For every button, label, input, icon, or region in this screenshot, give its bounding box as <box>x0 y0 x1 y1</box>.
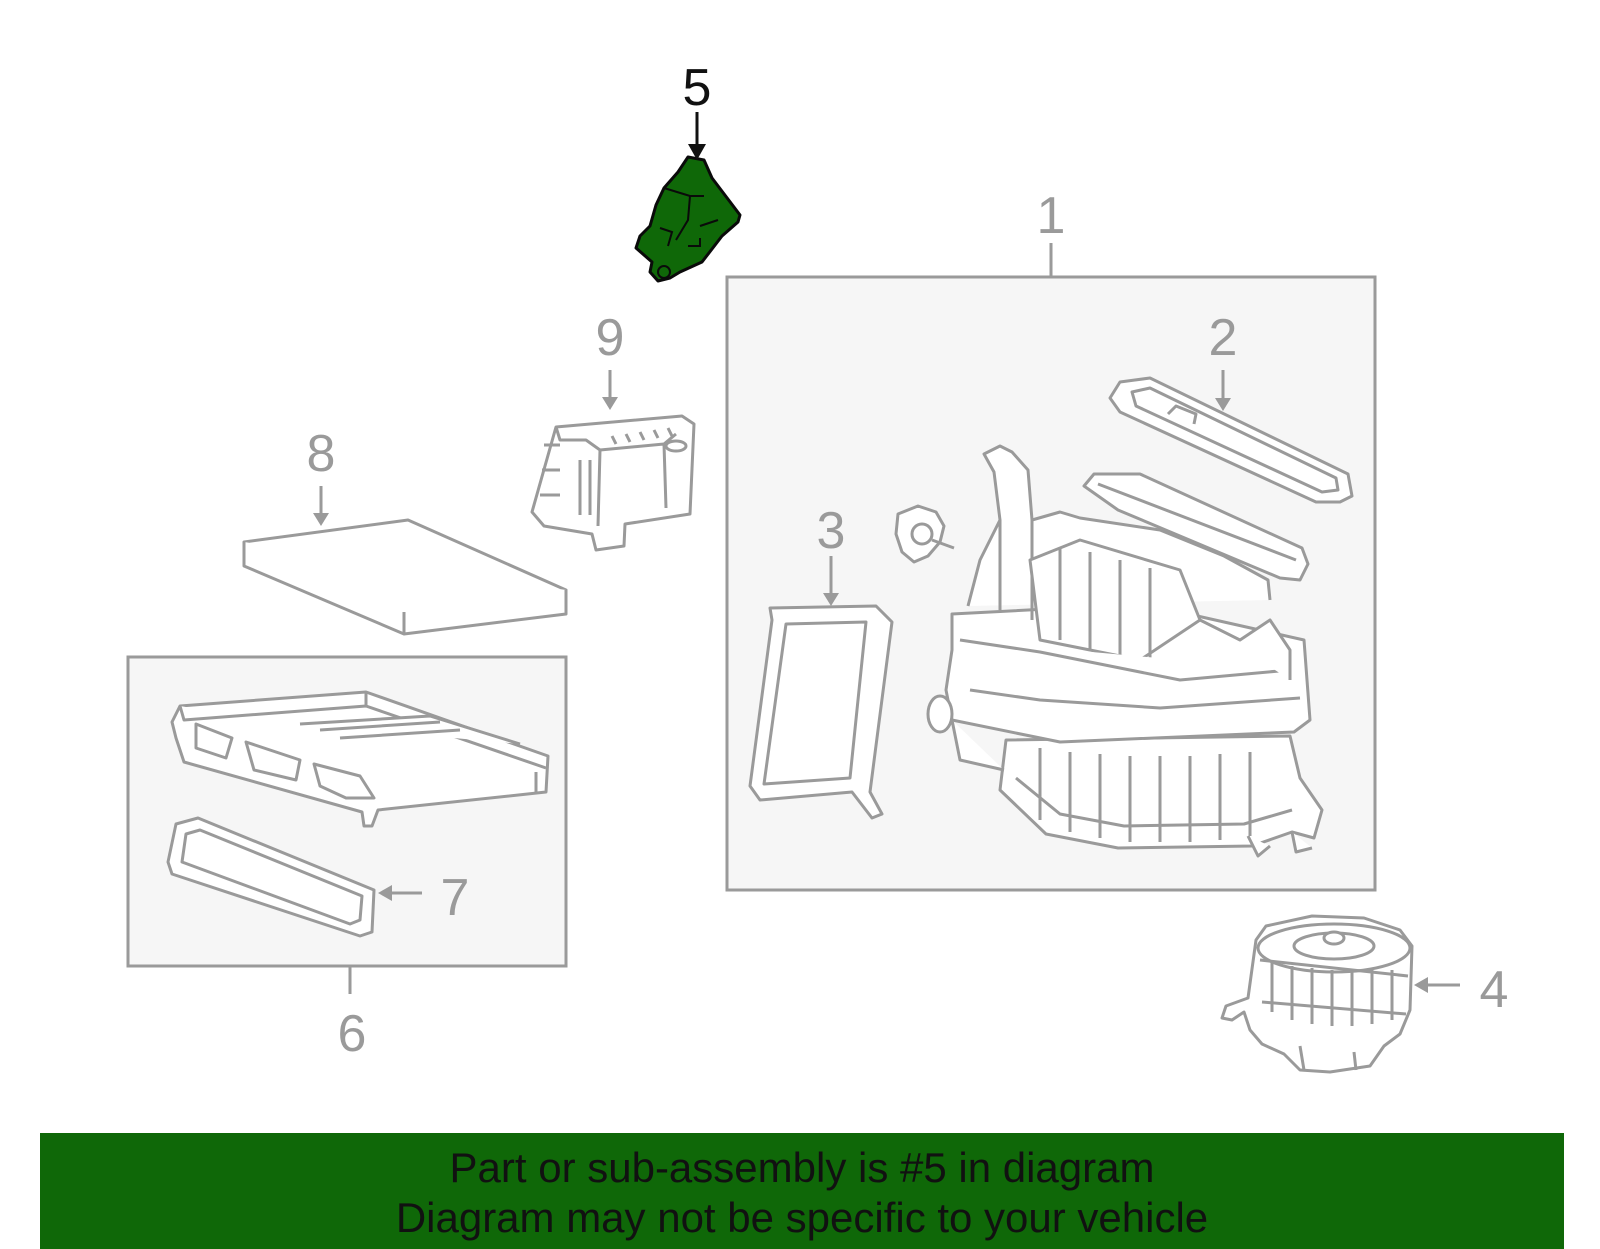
callout-4-arrowhead <box>1414 977 1428 993</box>
small-grommet[interactable] <box>894 504 955 564</box>
banner-line-1: Part or sub-assembly is #5 in diagram <box>449 1144 1155 1191</box>
part-4-blower-motor[interactable] <box>1220 914 1414 1074</box>
callout-5-arrowhead <box>688 144 706 160</box>
callout-1-number: 1 <box>1036 187 1066 245</box>
callout-8-number: 8 <box>306 425 336 483</box>
callout-2-arrowhead <box>1215 398 1231 411</box>
callout-3-arrowhead <box>823 593 839 606</box>
callout-3-number: 3 <box>816 502 846 560</box>
callout-8-arrowhead <box>313 513 329 526</box>
part-5-actuator[interactable] <box>634 155 742 283</box>
part-2-gasket[interactable] <box>1108 376 1354 504</box>
part-6-housing[interactable] <box>170 690 550 828</box>
callout-9-arrowhead <box>602 397 618 410</box>
part-9-bracket[interactable] <box>530 414 696 552</box>
callout-6-number: 6 <box>337 1005 367 1063</box>
callout-5-number: 5 <box>682 59 712 117</box>
callout-7-arrowhead <box>378 885 392 901</box>
callout-2-number: 2 <box>1208 309 1238 367</box>
callout-4-number: 4 <box>1479 961 1509 1019</box>
part-8-filter[interactable] <box>242 518 568 636</box>
part-7-gasket[interactable] <box>166 816 376 938</box>
part-1-hvac-case[interactable] <box>926 444 1324 858</box>
info-banner: Part or sub-assembly is #5 in diagram Di… <box>40 1133 1564 1249</box>
callout-7-number: 7 <box>440 869 470 927</box>
callout-9-number: 9 <box>595 309 625 367</box>
banner-line-2: Diagram may not be specific to your vehi… <box>395 1194 1209 1241</box>
part-3-frame[interactable] <box>748 604 894 820</box>
